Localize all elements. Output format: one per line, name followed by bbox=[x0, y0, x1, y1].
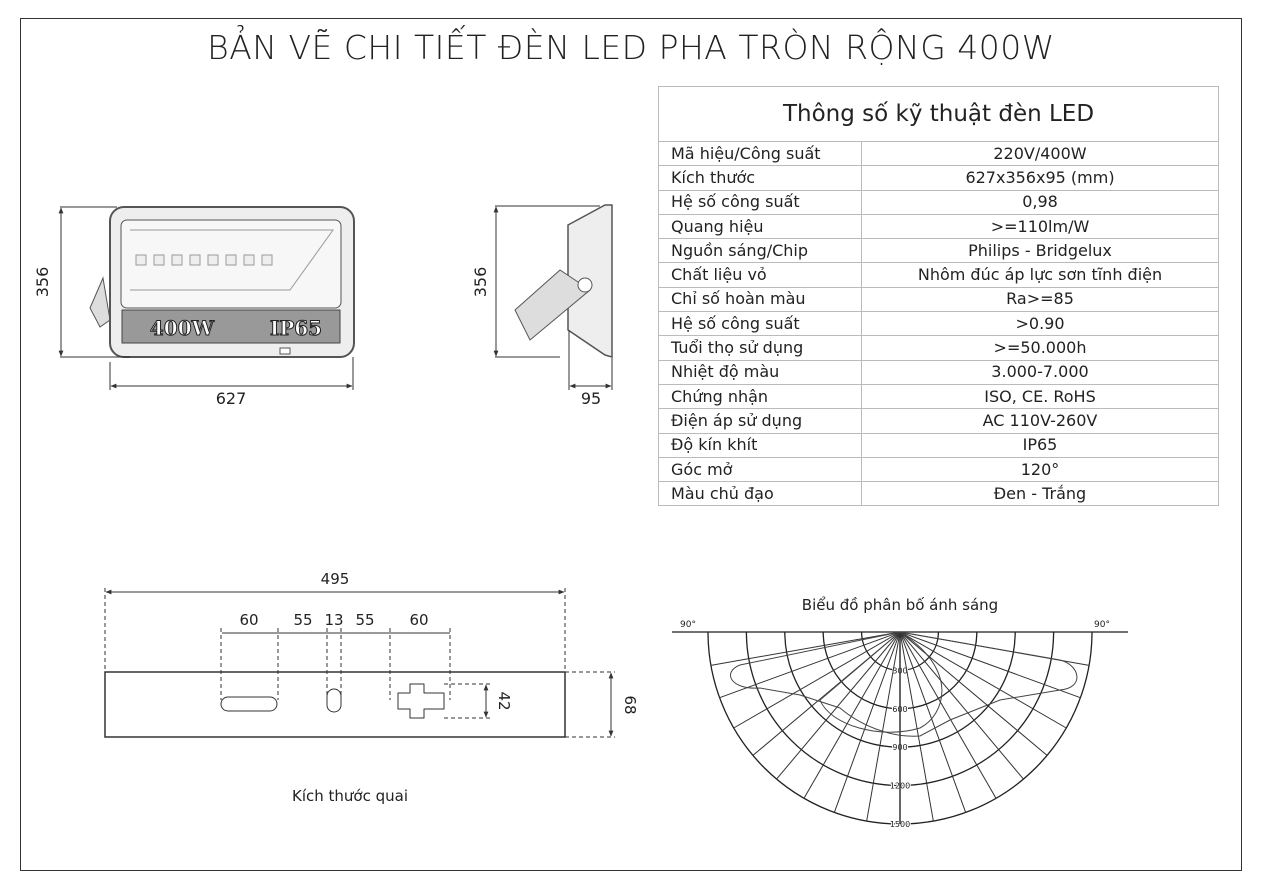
spec-label: Độ kín khít bbox=[658, 432, 862, 458]
polar-radial-line bbox=[899, 631, 1067, 729]
spec-value: 3.000-7.000 bbox=[861, 359, 1219, 385]
bracket-hole-center bbox=[326, 688, 342, 713]
page-title: BẢN VẼ CHI TIẾT ĐÈN LED PHA TRÒN RỘNG 40… bbox=[207, 28, 1055, 67]
polar-radial-line bbox=[733, 631, 901, 729]
polar-radial-line bbox=[833, 631, 901, 813]
spec-label: Tuổi thọ sử dụng bbox=[658, 335, 862, 361]
spec-value: AC 110V-260V bbox=[861, 408, 1219, 434]
polar-radial-line bbox=[899, 631, 1081, 699]
side-depth-label: 95 bbox=[581, 389, 601, 408]
spec-value: 627x356x95 (mm) bbox=[861, 165, 1219, 191]
front-dimensions bbox=[58, 206, 354, 390]
polar-radial-line bbox=[803, 631, 901, 799]
front-width-label: 627 bbox=[216, 389, 247, 408]
side-view bbox=[514, 204, 613, 358]
spec-row: Quang hiệu>=110lm/W bbox=[658, 213, 1219, 240]
label-panel bbox=[121, 309, 341, 344]
angle-label-right: 90° bbox=[1094, 620, 1110, 630]
spec-value: Ra>=85 bbox=[861, 286, 1219, 313]
bracket-segment: 55 bbox=[293, 611, 312, 629]
light-chart-title: Biểu đồ phân bố ánh sáng bbox=[802, 596, 998, 614]
spec-label: Hệ số công suất bbox=[658, 189, 862, 215]
front-view bbox=[89, 206, 355, 358]
spec-label: Điện áp sử dụng bbox=[658, 408, 862, 434]
spec-label: Nguồn sáng/Chip bbox=[658, 238, 862, 264]
spec-value: >0.90 bbox=[861, 311, 1219, 337]
spec-label: Chỉ số hoàn màu bbox=[658, 286, 862, 313]
polar-radial-line bbox=[899, 631, 997, 799]
spec-row: Hệ số công suất>0.90 bbox=[658, 311, 1219, 337]
spec-label: Góc mở bbox=[658, 456, 862, 483]
bracket-segment: 13 bbox=[324, 611, 343, 629]
bracket-segment: 60 bbox=[409, 611, 428, 629]
pivot-knob bbox=[577, 277, 593, 293]
side-dimensions bbox=[493, 205, 613, 390]
bracket-cross-slot bbox=[397, 683, 445, 719]
polar-radial-line bbox=[719, 631, 901, 699]
polar-ring-label: 1500 bbox=[890, 820, 910, 829]
bracket-height: 68 bbox=[621, 695, 639, 714]
drawing-border bbox=[20, 18, 1242, 871]
bracket-hole-height: 42 bbox=[495, 691, 513, 710]
polar-radial-line bbox=[710, 631, 901, 666]
front-height-label: 356 bbox=[33, 267, 52, 298]
bracket-slot-left bbox=[220, 696, 278, 712]
angle-label-left: 90° bbox=[680, 620, 696, 630]
spec-value: Philips - Bridgelux bbox=[861, 238, 1219, 264]
spec-value: IP65 bbox=[861, 432, 1219, 458]
spec-value: >=50.000h bbox=[861, 335, 1219, 361]
spec-row: Tuổi thọ sử dụng>=50.000h bbox=[658, 335, 1219, 361]
bracket-drawing bbox=[104, 588, 615, 738]
polar-radial-line bbox=[899, 631, 1024, 780]
polar-radial-line bbox=[899, 631, 1048, 756]
polar-radial-line bbox=[776, 631, 901, 780]
polar-radial-line bbox=[899, 631, 967, 813]
bracket-total-length: 495 bbox=[321, 570, 350, 588]
ip-badge: IP65 bbox=[270, 316, 322, 340]
spec-label: Chứng nhận bbox=[658, 383, 862, 410]
spec-value: 120° bbox=[861, 456, 1219, 483]
spec-value: ISO, CE. RoHS bbox=[861, 383, 1219, 410]
spec-value: >=110lm/W bbox=[861, 213, 1219, 240]
bracket-caption: Kích thước quai bbox=[292, 787, 408, 805]
power-badge: 400W bbox=[150, 316, 215, 340]
bracket-segment: 60 bbox=[239, 611, 258, 629]
side-height-label: 356 bbox=[471, 267, 490, 298]
distribution-curve-wide bbox=[730, 631, 1078, 737]
led-chips bbox=[135, 254, 273, 266]
polar-radial-line bbox=[899, 631, 934, 822]
spec-label: Nhiệt độ màu bbox=[658, 359, 862, 385]
spec-label: Chất liệu vỏ bbox=[658, 262, 862, 288]
spec-table: Thông số kỹ thuật đèn LED Mã hiệu/Công s… bbox=[658, 86, 1219, 507]
bracket-segment: 55 bbox=[355, 611, 374, 629]
spec-value: Nhôm đúc áp lực sơn tĩnh điện bbox=[861, 262, 1219, 288]
bracket-plate bbox=[104, 671, 566, 738]
light-distribution-chart: 30060090012001500 bbox=[672, 631, 1128, 830]
mount-bracket bbox=[89, 276, 111, 328]
spec-value: 220V/400W bbox=[861, 140, 1219, 167]
distribution-curve-narrow bbox=[819, 631, 943, 733]
spec-label: Màu chủ đạo bbox=[658, 481, 862, 507]
polar-radial-line bbox=[866, 631, 901, 822]
spec-value: Đen - Trắng bbox=[861, 481, 1219, 507]
